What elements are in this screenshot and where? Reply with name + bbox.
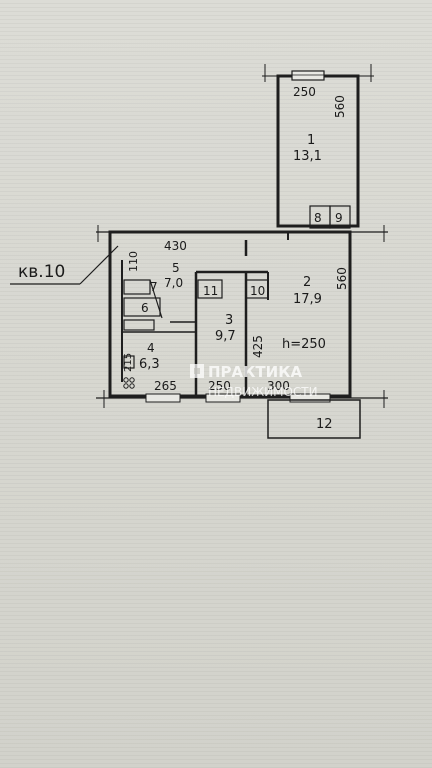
dim-300: 300 (267, 379, 290, 393)
closet-10 (245, 279, 269, 299)
room-1-number: 1 (307, 133, 315, 148)
dim-250-bottom: 250 (208, 379, 231, 393)
watermark-line1: ПРАКТИКА (208, 363, 302, 381)
closet-10-label: 10 (250, 284, 265, 298)
closet-9 (329, 205, 351, 229)
dim-110: 110 (127, 251, 140, 272)
closet-11 (197, 279, 223, 299)
window-bottom-2 (205, 393, 241, 403)
window-top (291, 70, 325, 81)
dim-560-right: 560 (335, 267, 349, 290)
room-4-area: 6,3 (139, 357, 160, 372)
room-5-number: 5 (172, 261, 180, 275)
window-bottom-3 (289, 393, 331, 403)
sink-7 (123, 279, 151, 295)
ceiling-height: h=250 (282, 337, 326, 352)
room-2-number: 2 (303, 275, 311, 290)
closet-11-label: 11 (203, 284, 218, 298)
room-4-number: 4 (147, 341, 155, 355)
bath-6 (123, 297, 161, 317)
dim-560-top: 560 (333, 95, 347, 118)
room-5-area: 7,0 (164, 276, 183, 290)
closet-9-label: 9 (335, 211, 343, 225)
balcony-label: 12 (316, 417, 333, 432)
watermark: ПРАКТИКА НЕДВИЖИМОСТИ (190, 363, 318, 399)
stove (123, 355, 135, 369)
dim-425: 425 (251, 335, 265, 358)
room-7-label: 7 (150, 280, 158, 294)
watermark-line2: НЕДВИЖИМОСТИ (208, 385, 318, 399)
window-bottom-1 (145, 393, 181, 403)
room-1-area: 13,1 (293, 149, 322, 164)
dim-430: 430 (164, 239, 187, 253)
room-2-area: 17,9 (293, 292, 322, 307)
watermark-logo-inner-icon (194, 368, 200, 374)
closet-8-label: 8 (314, 211, 322, 225)
room-6-label: 6 (141, 301, 149, 315)
dim-265: 265 (154, 379, 177, 393)
dim-250-top: 250 (293, 85, 316, 99)
dim-215: 215 (123, 353, 134, 372)
balcony (267, 399, 361, 439)
room-3-number: 3 (225, 313, 233, 328)
apartment-label: кв.10 (18, 262, 65, 282)
room-3-area: 9,7 (215, 329, 236, 344)
